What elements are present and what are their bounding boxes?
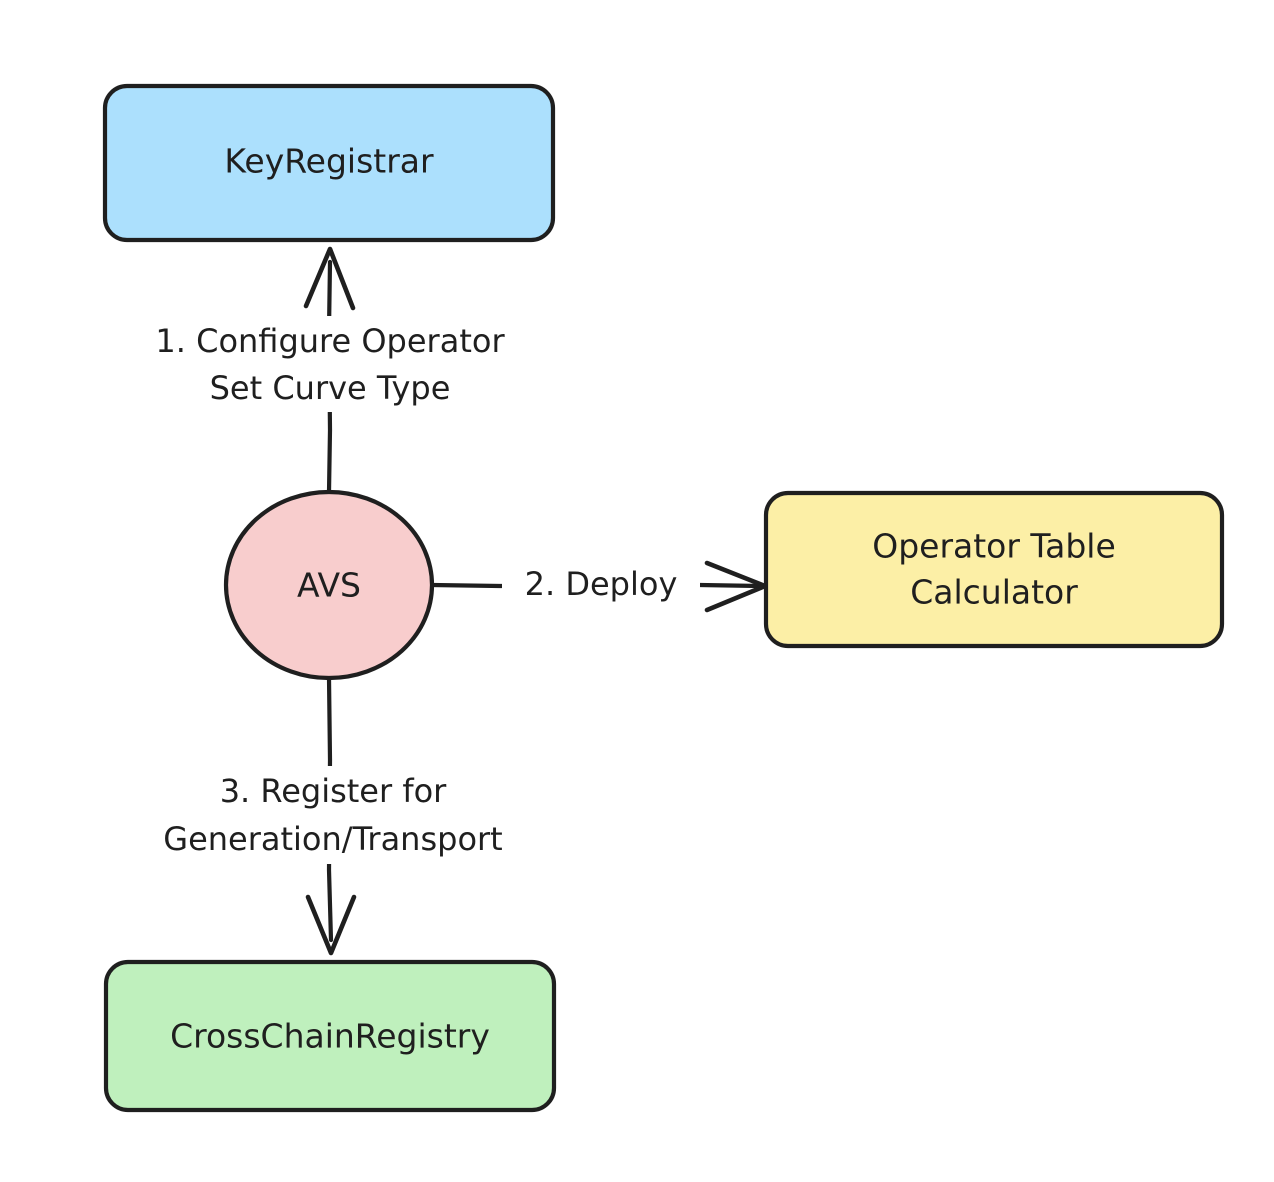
node-keyregistrar[interactable]: KeyRegistrar <box>102 83 556 243</box>
edge-label-2: 2. Deploy <box>502 558 700 614</box>
edge-label-2-line-1: 2. Deploy <box>525 565 678 603</box>
node-avs-shape[interactable] <box>223 489 435 681</box>
edge-label-1-line-1: 1. Configure Operator <box>155 322 505 360</box>
edge-label-1-backdrop <box>112 316 548 412</box>
node-crosschainregistry-shape[interactable] <box>103 959 557 1113</box>
edge-label-2-backdrop <box>502 558 700 614</box>
node-crosschainregistry[interactable]: CrossChainRegistry <box>103 959 557 1113</box>
node-keyregistrar-shape[interactable] <box>102 83 556 243</box>
edge-label-3-line-2: Generation/Transport <box>163 820 502 858</box>
node-operator-table-calculator-label-line-1: Operator Table <box>872 527 1116 566</box>
node-avs[interactable]: AVS <box>223 489 435 681</box>
edge-label-3: 3. Register for Generation/Transport <box>110 766 558 864</box>
node-operator-table-calculator[interactable]: Operator Table Calculator <box>763 490 1225 649</box>
arrow-head-down-icon <box>305 894 357 956</box>
node-keyregistrar-label: KeyRegistrar <box>224 142 434 181</box>
arrow-head-up-icon <box>303 246 356 311</box>
node-operator-table-calculator-label-line-2: Calculator <box>910 573 1078 612</box>
node-operator-table-calculator-shape[interactable] <box>763 490 1225 649</box>
edge-label-3-backdrop <box>110 766 558 864</box>
node-avs-label: AVS <box>297 566 361 605</box>
node-crosschainregistry-label: CrossChainRegistry <box>170 1017 490 1056</box>
edge-label-1-line-2: Set Curve Type <box>210 369 451 407</box>
edge-label-1: 1. Configure Operator Set Curve Type <box>112 316 548 412</box>
edge-label-3-line-1: 3. Register for <box>220 772 447 810</box>
